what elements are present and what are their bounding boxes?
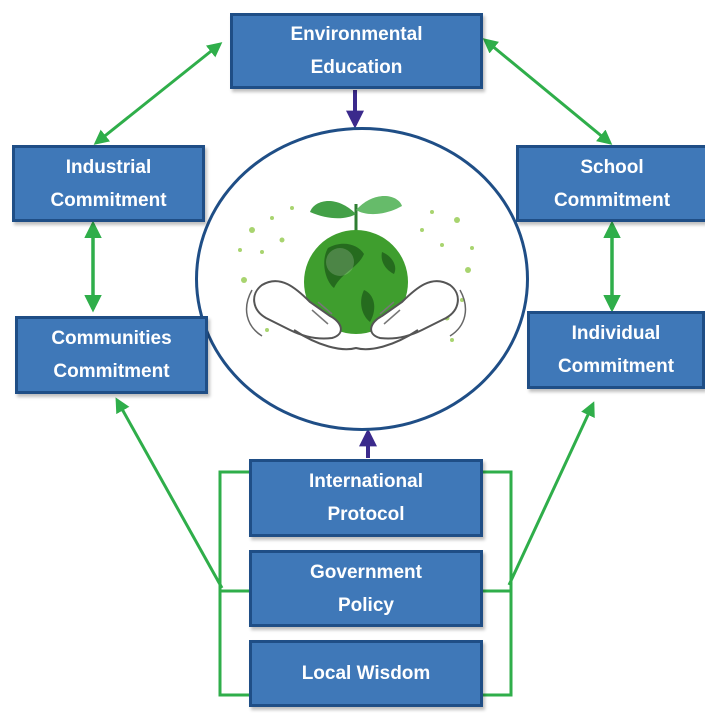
right-bracket-connector — [482, 470, 513, 697]
arrow-education-school — [482, 38, 613, 145]
environmental-education-line-1: Environmental — [290, 24, 423, 45]
arrow-bracket-individual — [507, 401, 595, 586]
communities-commitment-line-2: Commitment — [53, 361, 170, 382]
communities-commitment-line-1: Communities — [51, 328, 172, 349]
government-policy-line-1: Government — [310, 561, 422, 583]
government-policy-line-2: Policy — [338, 594, 394, 616]
school-commitment-line-1: School — [580, 156, 644, 178]
environmental-education-line-2: Education — [310, 57, 403, 78]
arrow-education-industrial — [93, 42, 223, 145]
hands-holding-earth-with-sprout-icon — [238, 196, 474, 351]
international-protocol-line-1: International — [308, 471, 423, 492]
arrow-bracket-communities — [115, 397, 224, 589]
industrial-commitment-line-2: Commitment — [50, 189, 167, 211]
local-wisdom-label: Local Wisdom — [301, 663, 431, 684]
individual-commitment-line-1: Individual — [571, 323, 661, 344]
individual-commitment-line-2: Commitment — [557, 356, 675, 377]
local-wisdom-box: Local Wisdom — [249, 640, 483, 707]
left-bracket-connector — [218, 470, 250, 697]
international-protocol-line-2: Protocol — [327, 504, 405, 525]
school-commitment-line-2: Commitment — [553, 189, 671, 211]
industrial-commitment-line-1: Industrial — [65, 156, 152, 178]
